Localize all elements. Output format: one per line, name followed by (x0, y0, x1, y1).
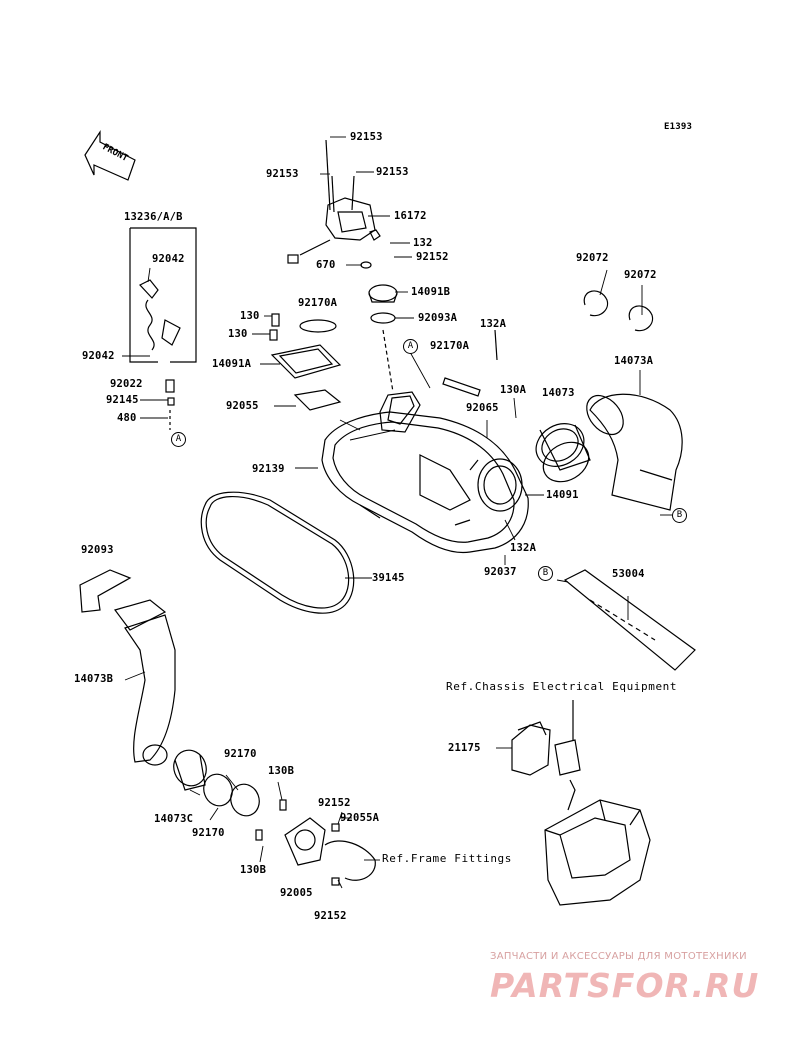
part-label-14073C: 14073C (154, 813, 194, 825)
battery-bracket (544, 799, 651, 906)
part-label-130B-a: 130B (268, 765, 295, 777)
boot-14091B (368, 284, 398, 393)
clamp-92170A (442, 329, 498, 397)
part-label-92055A: 92055A (340, 812, 380, 824)
part-label-130A: 130A (500, 384, 527, 396)
clamp-set-92170 (173, 749, 376, 886)
elbow-duct-14073A (586, 393, 683, 511)
watermark-logo: PARTSFOR.RU (490, 966, 760, 1005)
part-label-130-b: 130 (228, 328, 248, 340)
ref-chassis-electrical: Ref.Chassis Electrical Equipment (446, 680, 678, 693)
cover-plate-14091A (269, 313, 342, 411)
part-label-92170A-mid: 92170A (430, 340, 470, 352)
part-label-480: 480 (117, 412, 137, 424)
part-label-14091: 14091 (546, 489, 579, 501)
part-label-53004: 53004 (612, 568, 645, 580)
front-arrow-icon: FRONT (84, 129, 136, 181)
part-label-14091B: 14091B (411, 286, 451, 298)
watermark-tagline: ЗАПЧАСТИ И АКСЕССУАРЫ ДЛЯ МОТОТЕХНИКИ (490, 951, 747, 962)
part-label-92065: 92065 (466, 402, 499, 414)
callout-b-right: B (672, 508, 687, 523)
part-label-132A-lower: 132A (510, 542, 537, 554)
part-label-130B-b: 130B (240, 864, 267, 876)
part-label-14073: 14073 (542, 387, 575, 399)
unit-21175 (511, 700, 581, 811)
ref-frame-fittings: Ref.Frame Fittings (382, 852, 513, 865)
part-label-92153-right: 92153 (376, 166, 409, 178)
converter-cover (321, 391, 529, 554)
part-label-130-a: 130 (240, 310, 260, 322)
part-label-92170-b: 92170 (192, 827, 225, 839)
sheet-53004 (563, 569, 696, 671)
part-label-16172: 16172 (394, 210, 427, 222)
part-label-92152-upper: 92152 (416, 251, 449, 263)
leader-lines (122, 136, 672, 889)
part-label-13236: 13236/A/B (124, 211, 183, 223)
part-label-14091A: 14091A (212, 358, 252, 370)
part-label-92170A-upper: 92170A (298, 297, 338, 309)
part-label-39145: 39145 (372, 572, 405, 584)
part-label-92139: 92139 (252, 463, 285, 475)
part-label-92093A: 92093A (418, 312, 458, 324)
part-label-92153-top: 92153 (350, 131, 383, 143)
part-label-92072-b: 92072 (624, 269, 657, 281)
part-label-92055: 92055 (226, 400, 259, 412)
part-label-92042-b: 92042 (82, 350, 115, 362)
callout-a-lower: A (171, 432, 186, 447)
duct-14073 (535, 423, 591, 483)
part-label-92152-a: 92152 (318, 797, 351, 809)
callout-b-left: B (538, 566, 553, 581)
part-label-92093: 92093 (81, 544, 114, 556)
spring-assembly-13236 (129, 227, 197, 430)
part-label-670: 670 (316, 259, 336, 271)
part-label-21175: 21175 (448, 742, 481, 754)
duct-14073B (79, 569, 176, 766)
circlips-92072 (583, 290, 654, 332)
part-label-92170-a: 92170 (224, 748, 257, 760)
part-label-92072-a: 92072 (576, 252, 609, 264)
part-label-92005: 92005 (280, 887, 313, 899)
figure-code: E1393 (664, 122, 693, 132)
part-label-92037: 92037 (484, 566, 517, 578)
actuator-16172 (287, 139, 381, 269)
callout-a-upper: A (403, 339, 418, 354)
part-label-92152-b: 92152 (314, 910, 347, 922)
part-label-14073B: 14073B (74, 673, 114, 685)
part-label-92042-a: 92042 (152, 253, 185, 265)
part-label-14073A: 14073A (614, 355, 654, 367)
part-label-92022: 92022 (110, 378, 143, 390)
part-label-132A-upper: 132A (480, 318, 507, 330)
part-label-92145: 92145 (106, 394, 139, 406)
part-label-92153-left: 92153 (266, 168, 299, 180)
belt-39145 (200, 491, 355, 614)
part-label-132: 132 (413, 237, 433, 249)
